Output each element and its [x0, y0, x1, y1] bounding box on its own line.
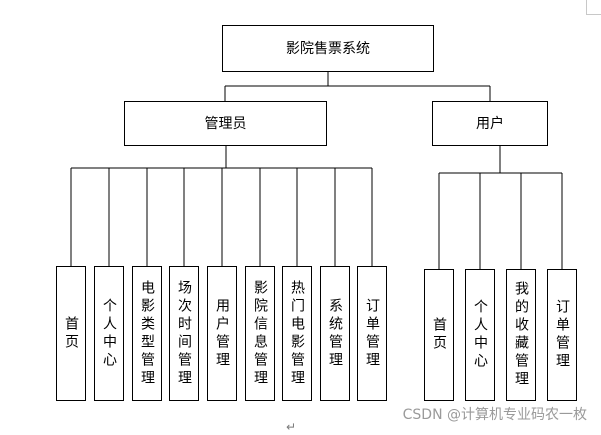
user-leaf-node: 订单管理: [547, 269, 577, 401]
admin-leaf-node: 系统管理: [320, 266, 350, 401]
paragraph-return-mark: ↵: [286, 420, 297, 434]
user-leaf-label: 个人中心: [472, 299, 488, 371]
user-node: 用户: [432, 101, 548, 146]
admin-leaf-label: 首页: [63, 315, 79, 352]
admin-leaf-label: 热门电影管理: [289, 279, 305, 388]
admin-leaf-node: 订单管理: [357, 266, 387, 401]
admin-leaf-node: 热门电影管理: [282, 266, 312, 401]
root-node: 影院售票系统: [222, 25, 434, 72]
admin-label: 管理员: [204, 115, 247, 132]
admin-leaf-node: 场次时间管理: [169, 266, 199, 401]
admin-leaf-node: 电影类型管理: [132, 266, 162, 401]
admin-leaf-label: 影院信息管理: [252, 279, 268, 388]
admin-leaf-node: 影院信息管理: [245, 266, 275, 401]
page-corner-mark: [586, 0, 601, 15]
admin-node: 管理员: [124, 101, 327, 146]
root-label: 影院售票系统: [286, 40, 370, 57]
admin-leaf-label: 个人中心: [101, 297, 117, 370]
admin-leaf-node: 首页: [56, 266, 86, 401]
admin-leaf-label: 电影类型管理: [139, 279, 155, 388]
user-leaf-label: 首页: [431, 317, 447, 353]
admin-leaf-label: 用户管理: [214, 297, 230, 370]
user-label: 用户: [476, 115, 504, 132]
admin-leaf-label: 场次时间管理: [176, 279, 192, 388]
user-leaf-node: 个人中心: [465, 269, 495, 401]
admin-leaf-node: 用户管理: [207, 266, 237, 401]
user-leaf-node: 我的收藏管理: [506, 269, 536, 401]
user-leaf-label: 我的收藏管理: [513, 281, 529, 389]
user-leaf-node: 首页: [424, 269, 454, 401]
admin-leaf-label: 系统管理: [327, 297, 343, 370]
user-leaf-label: 订单管理: [554, 299, 570, 371]
csdn-watermark: CSDN @计算机专业码农一枚: [402, 407, 587, 423]
admin-leaf-node: 个人中心: [94, 266, 124, 401]
admin-leaf-label: 订单管理: [364, 297, 380, 370]
